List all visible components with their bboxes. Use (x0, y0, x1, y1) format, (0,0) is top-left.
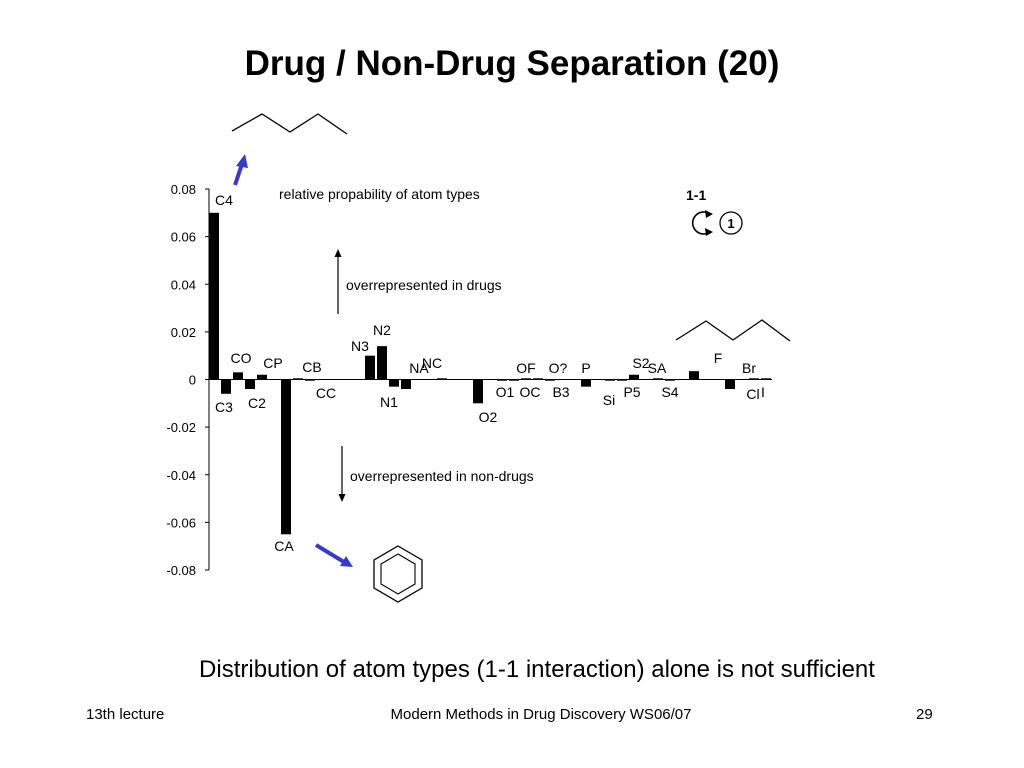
y-tick-label: 0.06 (171, 230, 196, 245)
y-tick-label: -0.08 (166, 563, 196, 578)
bar-label-O2: O2 (479, 409, 498, 425)
footer-page-number: 29 (916, 706, 933, 723)
bar-B3 (545, 379, 555, 381)
bar-label-N3: N3 (351, 338, 369, 354)
bar-OC (521, 378, 531, 380)
y-ticks: 0.08 0.06 0.04 0.02 0 -0.02 -0.04 -0.06 -0.08 (166, 182, 209, 578)
footer-lecture: 13th lecture (86, 706, 165, 723)
y-tick-label: -0.02 (166, 420, 196, 435)
alkane-chain-icon (231, 113, 348, 135)
bar-label-CB: CB (302, 359, 321, 375)
bar-N1 (389, 379, 399, 387)
bar-CA (281, 379, 291, 535)
interaction-badge (719, 211, 743, 235)
bar-label-Cl: Cl (746, 386, 759, 402)
bar-P5 (617, 379, 627, 381)
interaction-label: 1-1 (686, 187, 706, 203)
bar-S4 (665, 379, 675, 381)
bar-N3 (365, 355, 375, 380)
bar-label-CC: CC (316, 385, 336, 401)
bar-Si (605, 379, 615, 381)
down-arrow-icon (338, 446, 346, 502)
bar-label-B3: B3 (552, 384, 569, 400)
bar-label-S2: S2 (632, 355, 649, 371)
bar-label-CO: CO (231, 350, 252, 366)
bar-C2 (245, 379, 255, 390)
blue-arrow-icon (314, 543, 353, 567)
bar-C3 (221, 379, 231, 394)
bar-label-C2: C2 (248, 395, 266, 411)
bar-label-C3: C3 (215, 399, 233, 415)
bar-label-CP: CP (263, 355, 282, 371)
interaction-badge-number: 1 (727, 216, 734, 231)
up-annotation: overrepresented in drugs (346, 277, 502, 293)
up-arrow-icon (334, 249, 342, 314)
bar-Br (749, 378, 759, 380)
bar-NA (401, 379, 411, 390)
bar-SA (653, 378, 663, 380)
bar-CP (257, 374, 267, 380)
bar-label-O1: O1 (496, 384, 515, 400)
bar-label-P5: P5 (623, 384, 640, 400)
bar-I (761, 378, 771, 380)
bar-CC (305, 379, 315, 381)
bar-Cl (725, 379, 735, 390)
bar-label-NC: NC (422, 355, 442, 371)
bar-N2 (377, 346, 387, 380)
bar-O? (533, 378, 543, 380)
bar-label-P: P (581, 360, 590, 376)
bar-CB (293, 378, 303, 380)
benzene-ring-icon (373, 545, 423, 603)
bar-OF (497, 379, 507, 381)
bar-O2 (473, 379, 483, 404)
y-tick-label: 0 (189, 373, 196, 388)
bar-label-Br: Br (742, 360, 756, 376)
bar-label-N1: N1 (380, 394, 398, 410)
bar-F (689, 371, 699, 380)
bar-label-N2: N2 (373, 322, 391, 338)
bar-NC (437, 378, 447, 380)
bar-S2 (629, 374, 639, 380)
bar-label-NA: NA (409, 360, 429, 376)
top-annotation: relative propability of atom types (279, 186, 480, 202)
y-tick-label: -0.04 (166, 468, 196, 483)
bar-CO (233, 372, 243, 380)
bar-label-F: F (714, 350, 723, 366)
bar-label-OC: OC (520, 384, 541, 400)
y-tick-label: 0.02 (171, 325, 196, 340)
down-annotation: overrepresented in non-drugs (350, 468, 534, 484)
bar-label-O?: O? (549, 360, 568, 376)
slide-title: Drug / Non-Drug Separation (20) (244, 44, 780, 83)
bar-O1 (509, 379, 519, 381)
bar-C4 (209, 212, 219, 380)
footer-course: Modern Methods in Drug Discovery WS06/07 (390, 706, 692, 723)
bar-label-C4: C4 (215, 192, 233, 208)
bar-label-Si: Si (603, 392, 615, 408)
bar-label-CA: CA (274, 538, 294, 554)
alkane-chain-icon (675, 319, 791, 342)
bar-label-I: I (761, 384, 765, 400)
slide-subtitle: Distribution of atom types (1-1 interact… (199, 656, 875, 683)
y-tick-label: -0.06 (166, 515, 196, 530)
blue-arrow-icon (233, 154, 248, 186)
y-tick-label: 0.08 (171, 182, 196, 197)
bar-label-S4: S4 (661, 384, 678, 400)
bar-label-OF: OF (516, 360, 535, 376)
cycle-arrows-icon (691, 210, 713, 236)
chart-bars (209, 212, 771, 535)
bar-P (581, 379, 591, 387)
y-tick-label: 0.04 (171, 277, 196, 292)
bar-label-SA: SA (648, 360, 667, 376)
